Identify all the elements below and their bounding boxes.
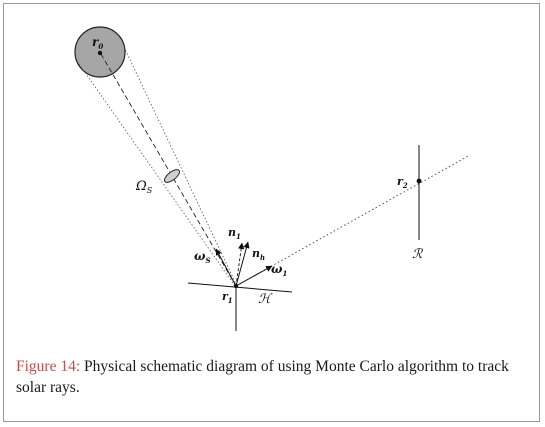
caption-figure-number: Figure 14: [16, 358, 81, 375]
figure-caption: Figure 14: Physical schematic diagram of… [16, 356, 536, 398]
label-r1: r1 [222, 290, 233, 305]
label-nh: nh [252, 247, 265, 262]
cone-line-left [76, 60, 236, 287]
label-r0: r0 [92, 35, 103, 51]
normal-n1-arrow [235, 242, 245, 287]
surface-h [187, 282, 293, 293]
label-surface-h: ℋ [258, 292, 273, 307]
central-ray [100, 53, 237, 287]
omega-s-arrow [215, 248, 237, 287]
label-r2: r2 [397, 175, 408, 190]
label-omega-1: ω1 [271, 262, 287, 278]
r2-point [416, 178, 422, 184]
omega-1-arrow [235, 265, 273, 287]
r1-point [233, 283, 239, 289]
label-omega-s: ωS [194, 249, 211, 265]
label-n1: n1 [228, 226, 241, 241]
cone-line-right [123, 46, 238, 287]
solid-angle-ellipse [163, 169, 181, 183]
caption-text: Physical schematic diagram of using Mont… [16, 358, 509, 396]
monte-carlo-ray-diagram: r0 ΩS n1 nh ωS ω1 r1 ℋ r2 ℛ [74, 26, 471, 331]
label-omega-s-solid: ΩS [135, 179, 153, 195]
reflected-ray [235, 154, 471, 287]
normal-nh-arrow [235, 241, 250, 287]
label-receiver-r: ℛ [412, 247, 424, 262]
